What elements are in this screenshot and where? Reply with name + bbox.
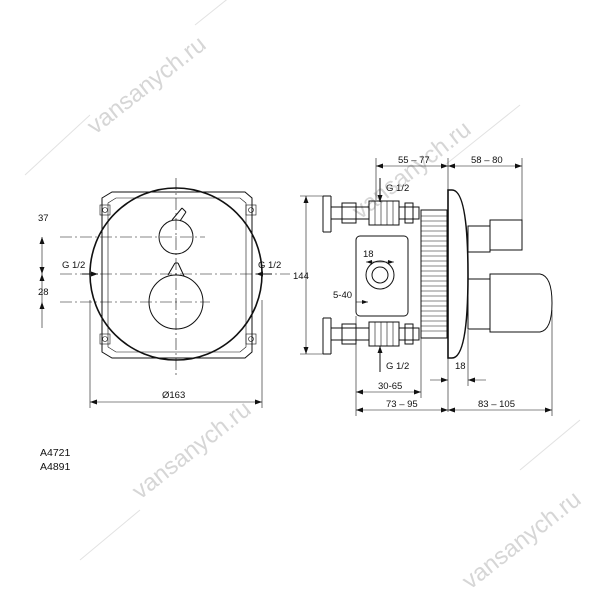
watermark-top-left: vansanych.ru [82, 31, 211, 140]
dim-18-bottom-label: 18 [455, 361, 466, 372]
dimension-diameter: Ø163 [89, 300, 263, 408]
g-top-label: G 1/2 [386, 183, 409, 194]
product-code-2: A4891 [40, 461, 71, 473]
dimension-18-bottom: 18 [430, 330, 486, 412]
dimension-55-77: 55 – 77 [375, 155, 449, 200]
dim-144-label: 144 [293, 271, 309, 282]
watermark-bottom-left: vansanych.ru [127, 396, 256, 505]
dim-73-95-label: 73 – 95 [386, 399, 418, 410]
product-codes: A4721 A4891 [40, 447, 71, 473]
dimension-73-95: 73 – 95 [355, 398, 448, 416]
product-code-1: A4721 [40, 447, 71, 459]
watermark-bottom-right: vansanych.ru [457, 486, 586, 595]
dim-30-65-label: 30-65 [378, 381, 402, 392]
g-bottom-label: G 1/2 [386, 361, 409, 372]
cartridge-thread [420, 209, 448, 339]
dim-5-40-label: 5-40 [333, 290, 352, 301]
outlet-port-inner [371, 266, 389, 284]
top-connection [322, 195, 420, 233]
front-view: 37 28 G 1/2 G 1/2 Ø163 [38, 178, 290, 408]
g-right-label: G 1/2 [258, 260, 281, 271]
dimension-5-40: 5-40 [333, 290, 368, 304]
watermark-top-right: vansanych.ru [347, 116, 476, 225]
dimension-18-inner: 18 [363, 249, 394, 264]
thread-lines [421, 215, 447, 332]
dimension-58-80: 58 – 80 [448, 155, 523, 220]
dimension-37: 37 [38, 213, 49, 274]
dimension-144: 144 [293, 195, 324, 355]
dim-83-105-label: 83 – 105 [478, 399, 515, 410]
dim-18-inner-label: 18 [363, 249, 374, 260]
dim-58-80-label: 58 – 80 [471, 155, 503, 166]
cover-plate-profile [447, 189, 469, 359]
inlet-left: G 1/2 [62, 260, 98, 277]
upper-handle-side [467, 219, 523, 253]
bottom-connection [322, 317, 420, 355]
dimension-30-65: 30-65 [355, 316, 422, 398]
mounting-box [99, 191, 257, 359]
valve-body [355, 235, 409, 317]
dim-37-label: 37 [38, 213, 49, 224]
dim-28-label: 28 [38, 287, 49, 298]
lower-handle-side [467, 273, 553, 333]
dim-55-77-label: 55 – 77 [398, 155, 430, 166]
side-view: 144 55 – 77 58 – 80 G 1/2 [293, 155, 553, 416]
outlet-port-outer [365, 260, 395, 290]
dimension-28: 28 [38, 274, 49, 328]
diameter-label: Ø163 [162, 390, 185, 401]
inlet-right: G 1/2 [256, 260, 281, 277]
watermark-layer: vansanych.ru vansanych.ru vansanych.ru v… [24, 0, 586, 595]
g-left-label: G 1/2 [62, 260, 85, 271]
inlet-top: G 1/2 [377, 178, 409, 202]
inlet-bottom: G 1/2 [377, 346, 409, 372]
dimension-83-105: 83 – 105 [448, 310, 553, 416]
